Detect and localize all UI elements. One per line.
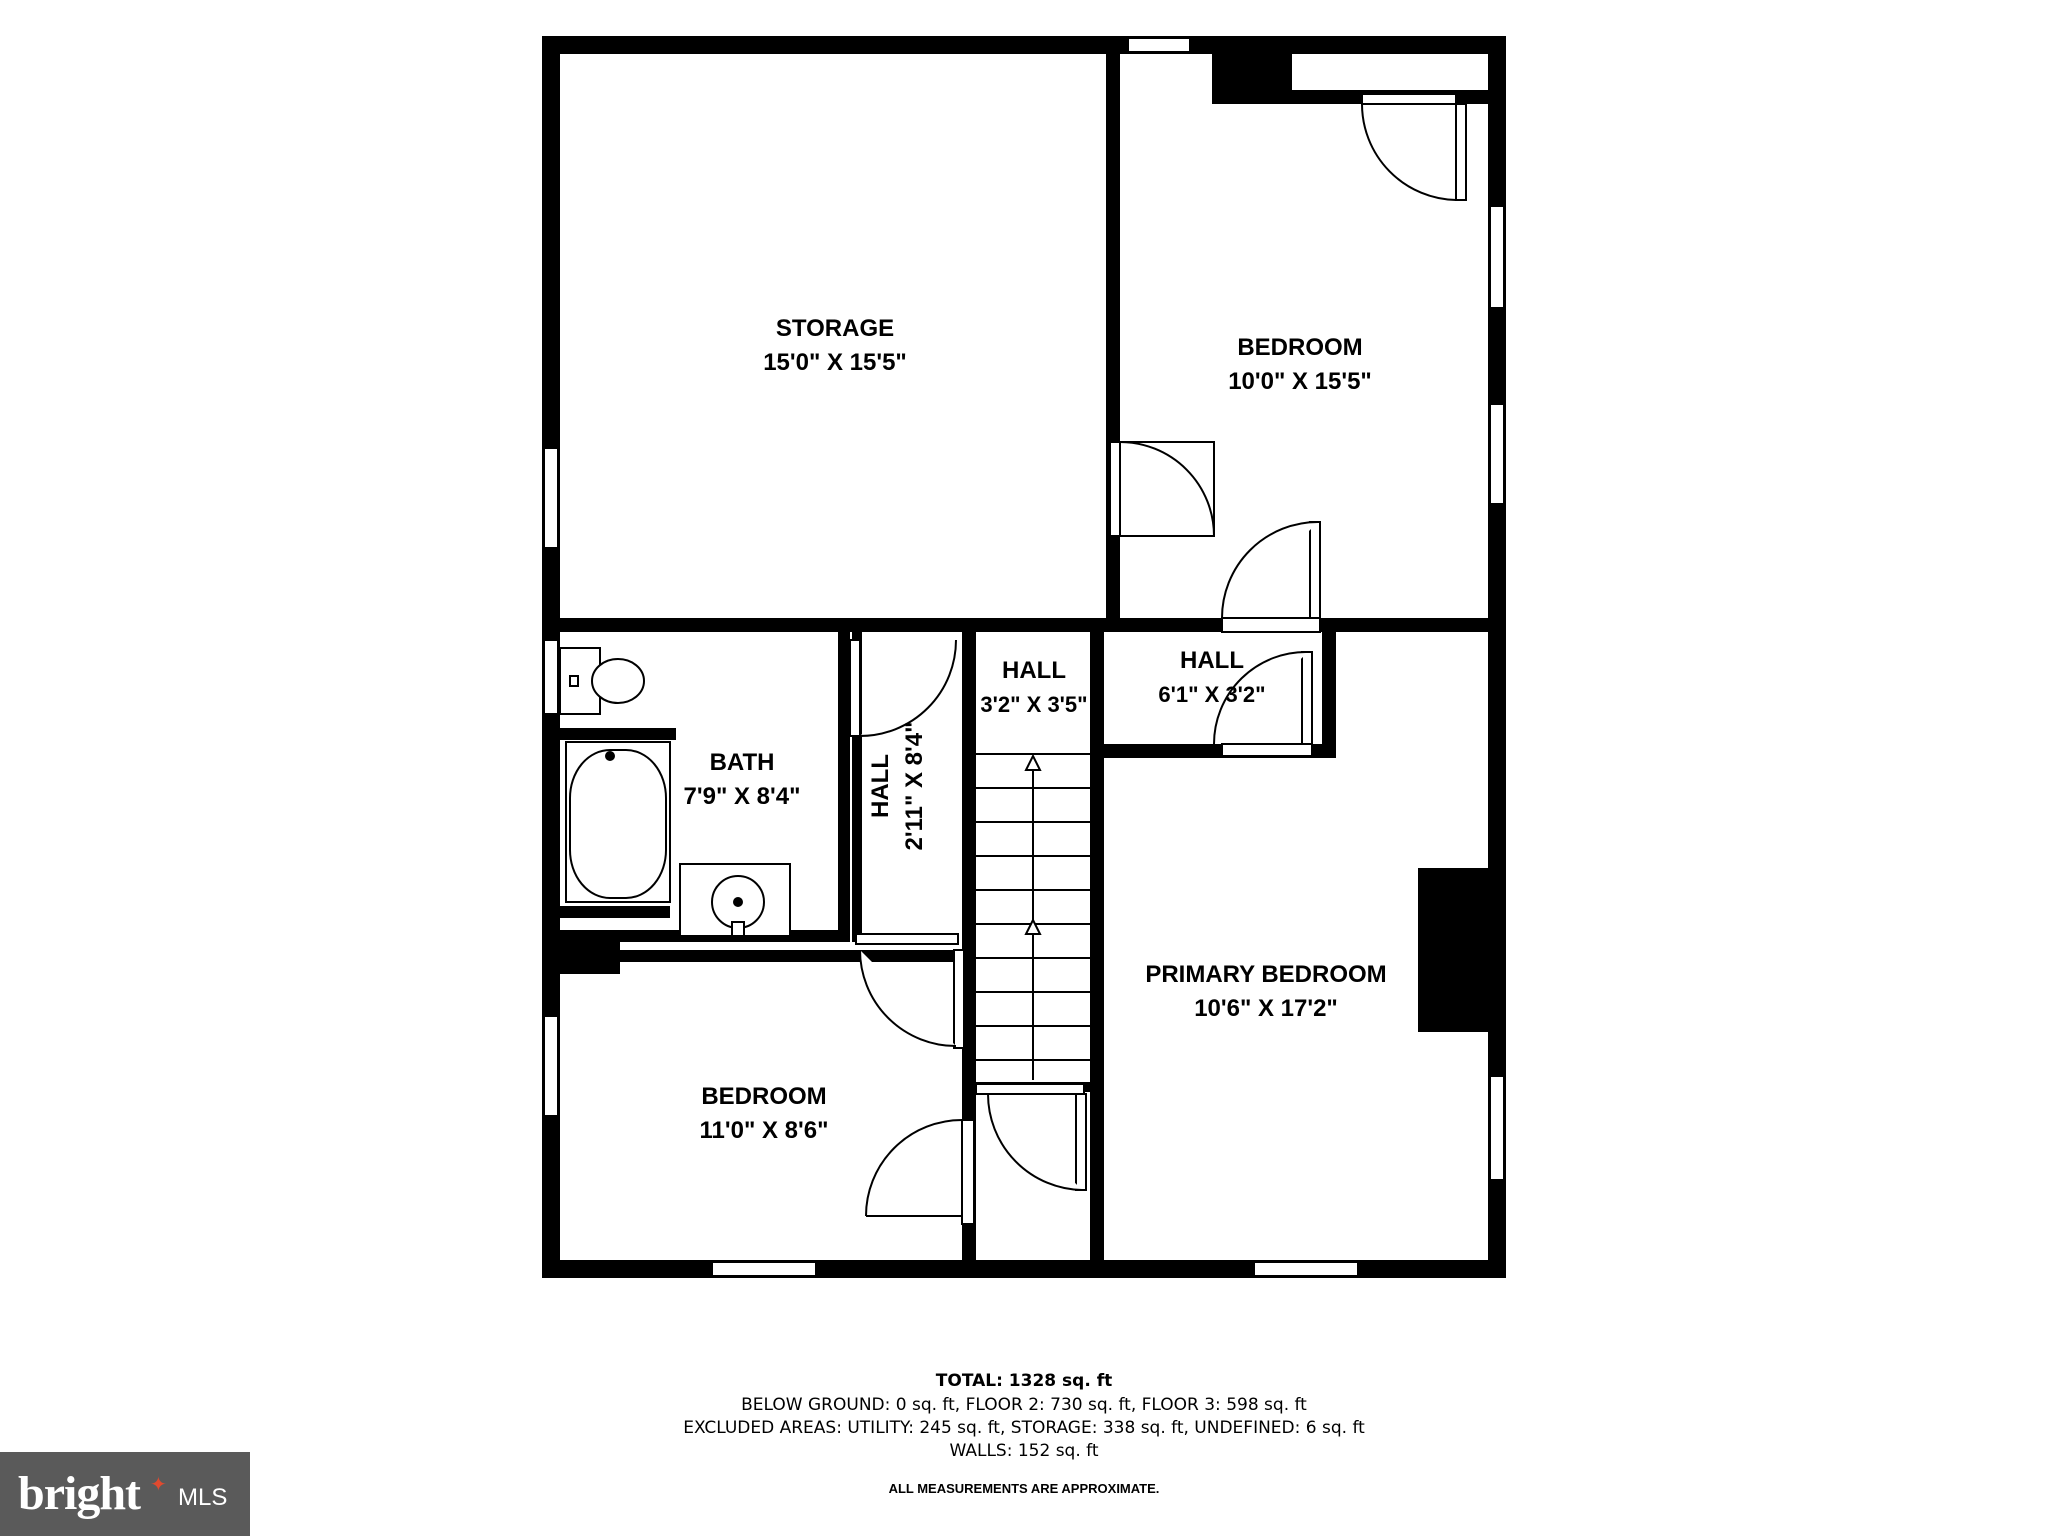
bright-mls-logo: bright ✦ MLS [0, 1452, 250, 1536]
room-labels: STORAGE 15'0" X 15'5" BEDROOM 10'0" X 15… [684, 315, 1387, 1144]
footer-total: TOTAL: 1328 sq. ft [935, 1371, 1113, 1391]
logo-brand: bright [18, 1467, 141, 1520]
hall-middle-name: HALL [1002, 657, 1066, 684]
fixtures [559, 647, 791, 937]
logo-star-icon: ✦ [150, 1474, 167, 1496]
storage-dims: 15'0" X 15'5" [763, 349, 907, 376]
primary-bedroom-name: PRIMARY BEDROOM [1145, 961, 1386, 988]
hall-right-dims: 6'1" X 3'2" [1158, 682, 1265, 707]
hall-middle-dims: 3'2" X 3'5" [980, 692, 1087, 717]
doors [849, 93, 1467, 1225]
bath-dims: 7'9" X 8'4" [684, 783, 801, 810]
hall-vertical-name: HALL [867, 754, 894, 818]
windows [543, 37, 1505, 1277]
logo-suffix: MLS [178, 1484, 228, 1511]
bedroom-bottom-dims: 11'0" X 8'6" [700, 1117, 829, 1144]
footer-line-2: EXCLUDED AREAS: UTILITY: 245 sq. ft, STO… [683, 1418, 1365, 1438]
bedroom-top-dims: 10'0" X 15'5" [1228, 368, 1372, 395]
bath-name: BATH [710, 749, 775, 776]
hall-right-name: HALL [1180, 647, 1244, 674]
bedroom-bottom-name: BEDROOM [701, 1083, 826, 1110]
footer-line-1: BELOW GROUND: 0 sq. ft, FLOOR 2: 730 sq.… [741, 1395, 1307, 1415]
footer-line-3: WALLS: 152 sq. ft [949, 1441, 1099, 1461]
primary-bedroom-dims: 10'6" X 17'2" [1194, 995, 1338, 1022]
stairs [976, 753, 1090, 1080]
hall-vertical-dims: 2'11" X 8'4" [901, 722, 928, 851]
bedroom-top-name: BEDROOM [1237, 334, 1362, 361]
footer-note: ALL MEASUREMENTS ARE APPROXIMATE. [888, 1481, 1160, 1496]
storage-name: STORAGE [776, 315, 894, 342]
